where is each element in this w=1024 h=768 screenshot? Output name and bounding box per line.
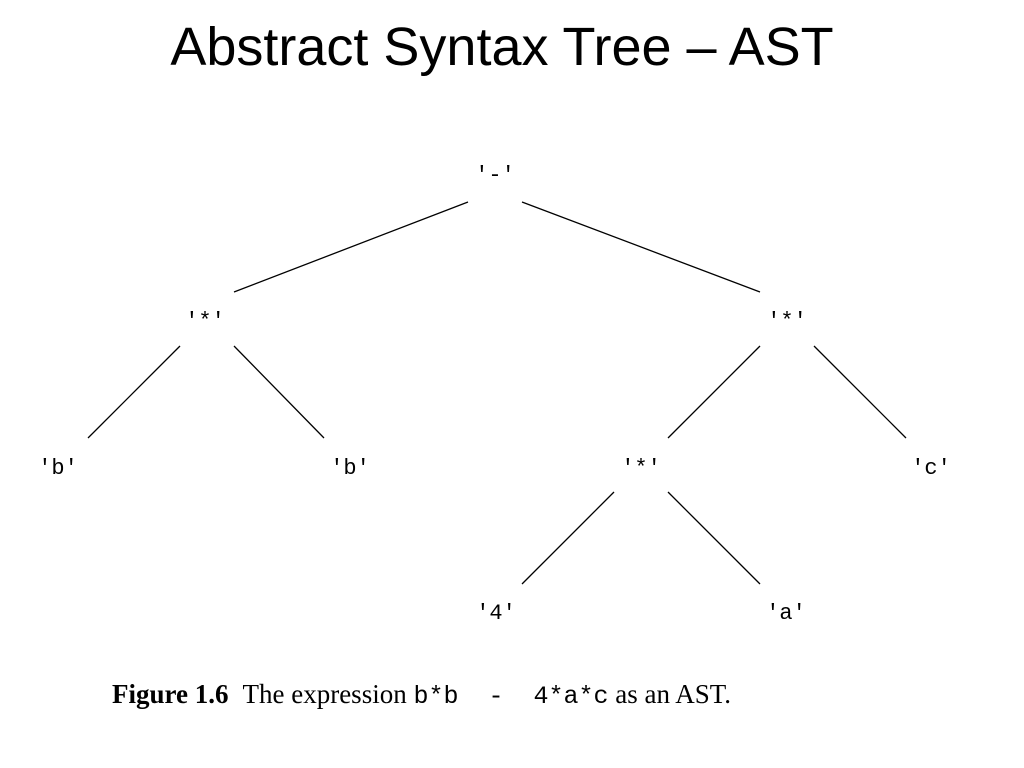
tree-edges (87, 201, 907, 585)
edge-mul-left-leaf-b1 (87, 345, 181, 439)
edge-root-mul-right (521, 201, 761, 293)
figure-label: Figure 1.6 (112, 679, 229, 709)
node-mul-inner: '*' (621, 456, 661, 481)
edge-mul-inner-leaf-4 (521, 491, 615, 585)
node-leaf-c: 'c' (911, 456, 951, 481)
figure-caption: Figure 1.6 The expression b*b - 4*a*c as … (112, 674, 912, 717)
edge-mul-inner-leaf-a (667, 491, 761, 585)
node-mul-right: '*' (767, 309, 807, 334)
caption-text-before: The expression (242, 679, 414, 709)
node-mul-left: '*' (185, 309, 225, 334)
node-leaf-b1: 'b' (38, 456, 78, 481)
edge-mul-right-leaf-c (813, 345, 907, 439)
edge-mul-left-leaf-b2 (233, 345, 325, 439)
node-leaf-a: 'a' (766, 601, 806, 626)
tree-nodes: '-' '*' '*' 'b' 'b' '*' 'c' '4' 'a' (38, 163, 951, 626)
edge-mul-right-mul-inner (667, 345, 761, 439)
slide-title: Abstract Syntax Tree – AST (170, 17, 834, 77)
node-leaf-b2: 'b' (330, 456, 370, 481)
caption-text-after: as an AST. (608, 679, 731, 709)
node-leaf-4: '4' (476, 601, 516, 626)
edge-root-mul-left (233, 201, 469, 293)
caption-code: b*b - 4*a*c (413, 682, 609, 711)
node-root: '-' (475, 163, 515, 188)
